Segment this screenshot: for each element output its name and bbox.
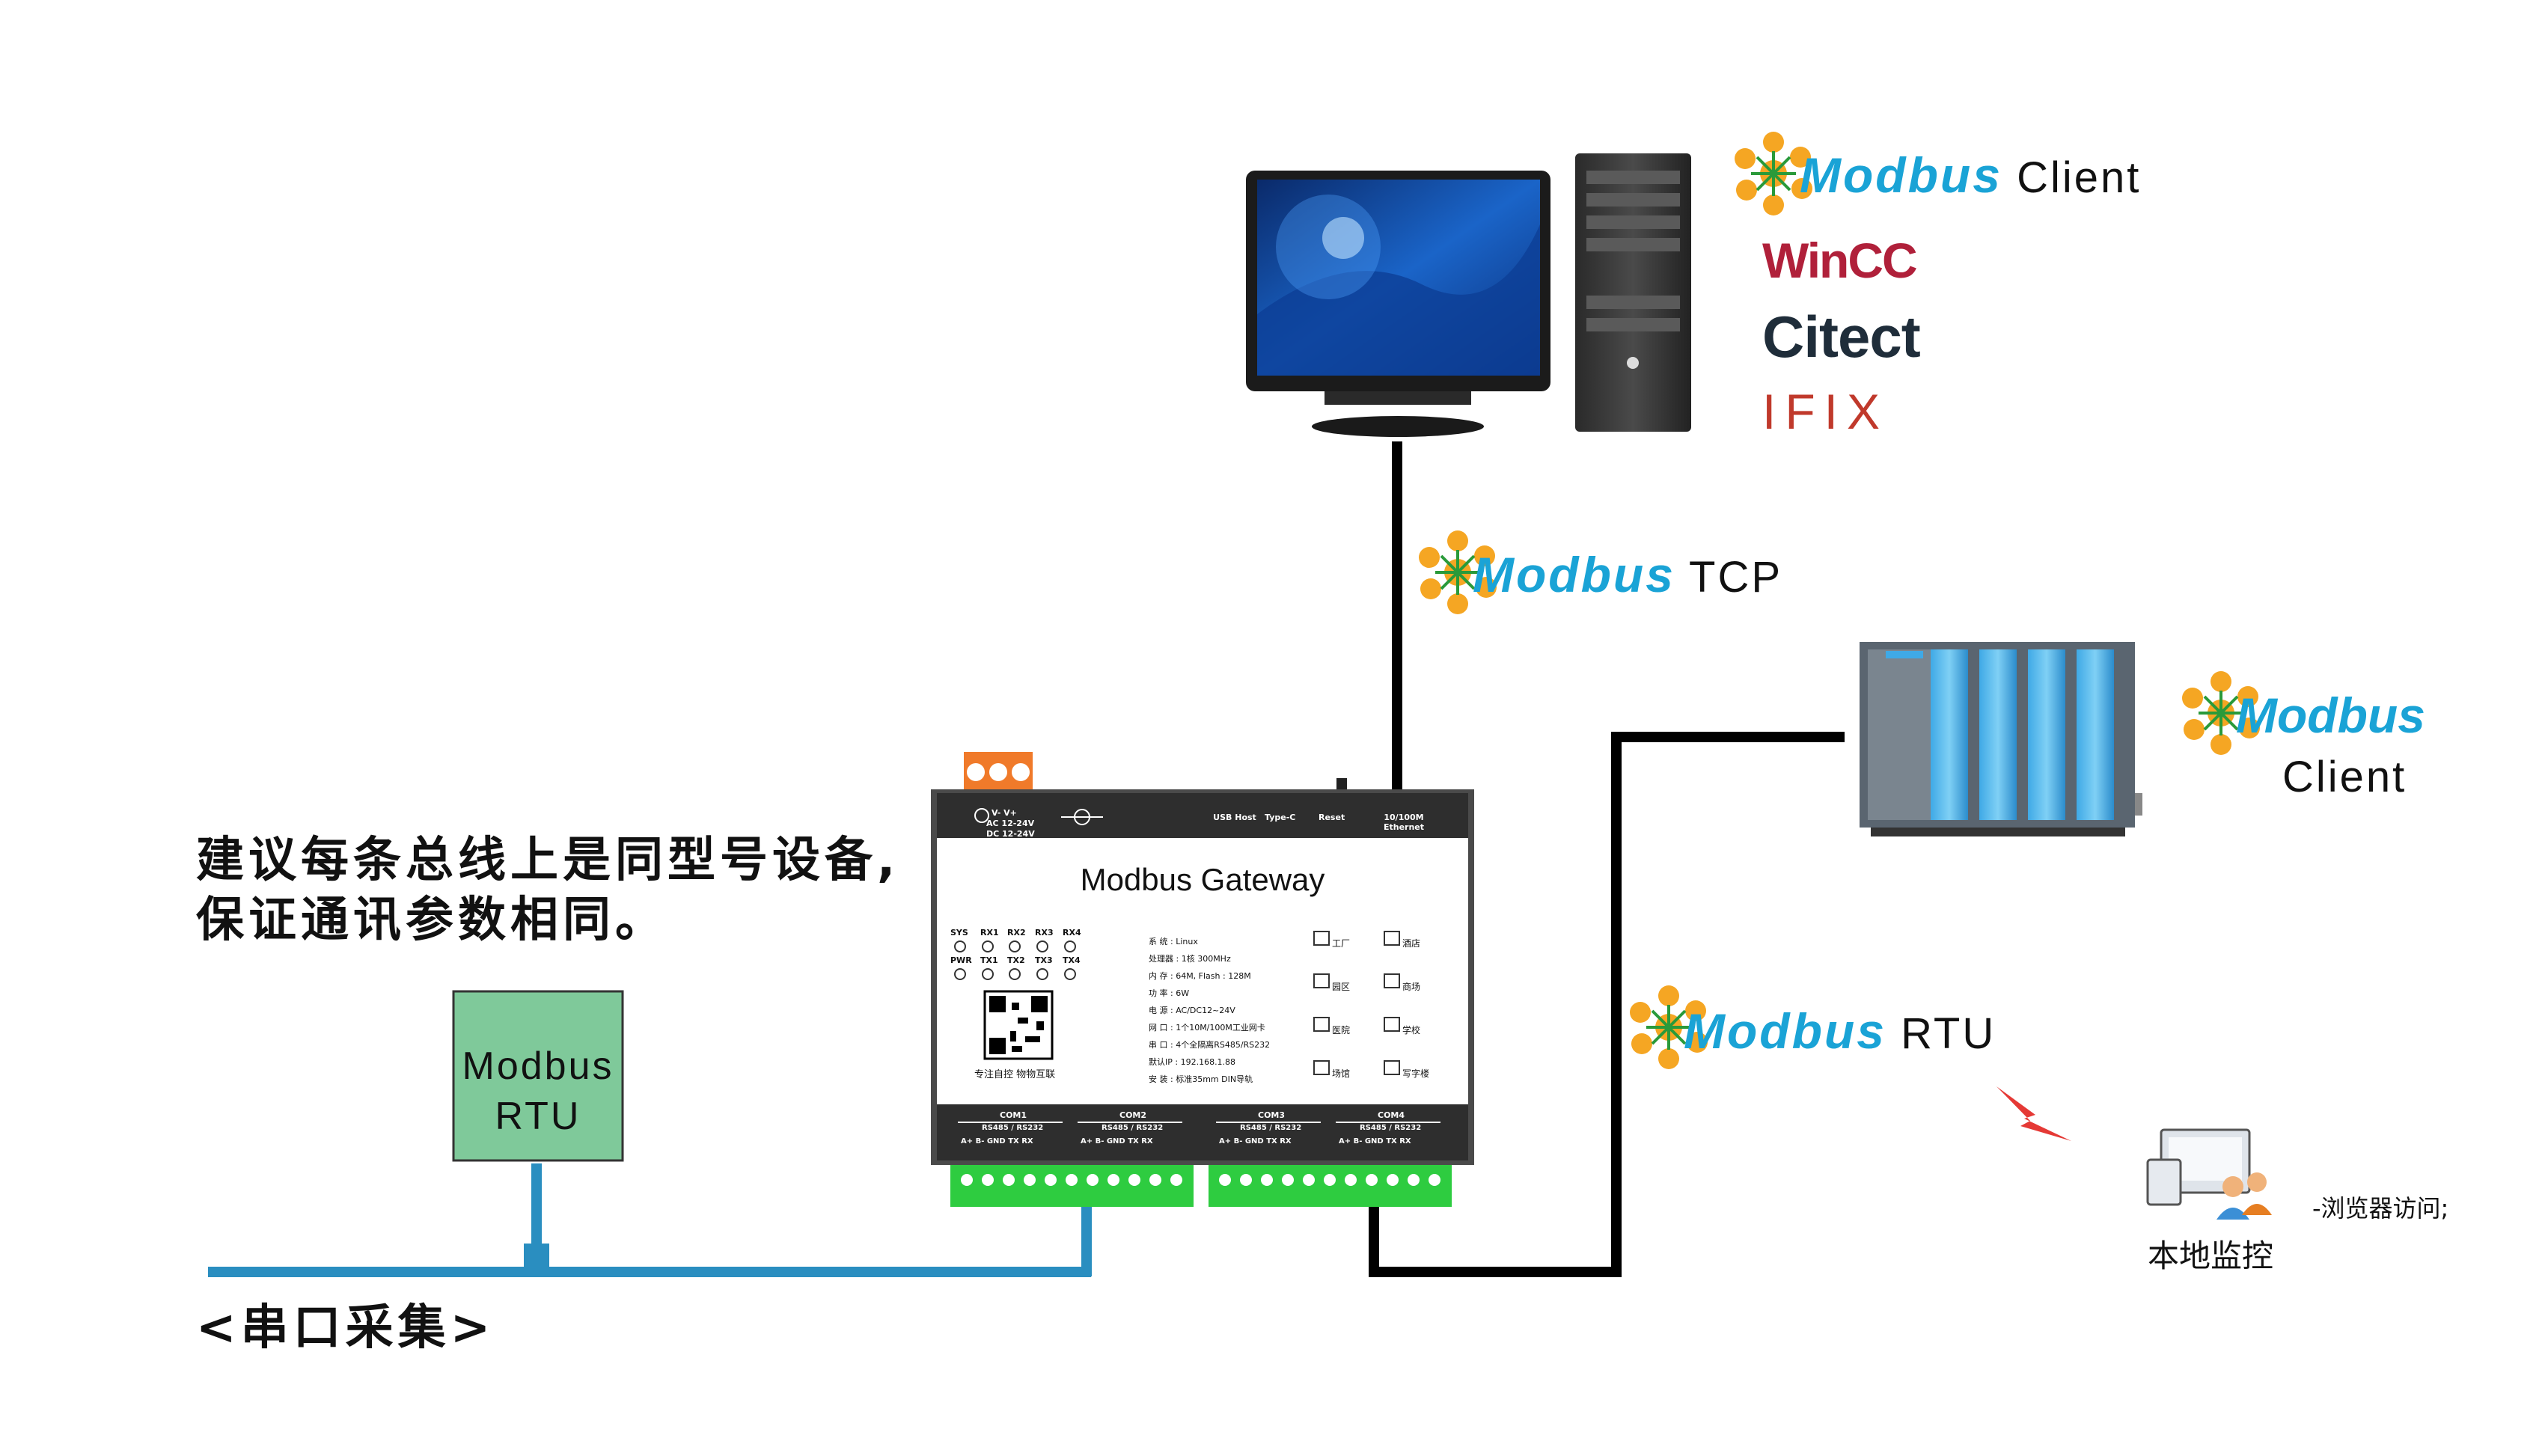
app-label-office: 写字楼 [1402, 1068, 1430, 1079]
com1-sub: RS485 / RS232 [982, 1124, 1044, 1132]
modbus-wordmark: Modbus [1800, 147, 2002, 203]
com4-sub: RS485 / RS232 [1360, 1124, 1422, 1132]
spec-line: 默认IP : 192.168.1.88 [1149, 1057, 1236, 1067]
led-label-tx4: TX4 [1063, 955, 1081, 965]
ifix-logo: IFIX [1762, 384, 1889, 439]
modbus-client-top-label: Modbus Client [1800, 147, 2141, 204]
app-label-school: 学校 [1402, 1025, 1421, 1036]
pc-tower [1575, 153, 1691, 432]
bus-junction [524, 1244, 549, 1275]
power-label-2: AC 12-24V [986, 819, 1035, 828]
modbus-logo-icon [1419, 530, 1497, 614]
led-label-sys: SYS [950, 928, 968, 937]
terminal-block-right [1209, 1165, 1452, 1207]
spec-line: 处理器 : 1核 300MHz [1149, 954, 1231, 964]
rtu-link-line [1369, 732, 1845, 1277]
rtu-suffix: RTU [1901, 1009, 1996, 1058]
spec-line: 功 率 : 6W [1149, 988, 1190, 998]
led-label-tx2: TX2 [1007, 955, 1025, 965]
modbus-wordmark: Modbus [1473, 547, 1675, 602]
led-label-rx2: RX2 [1007, 928, 1026, 937]
terminal-block-left [950, 1165, 1194, 1207]
local-monitor-label: 本地监控 [2148, 1238, 2274, 1274]
com3-label: COM3 [1258, 1110, 1286, 1120]
reset-label: Reset [1319, 813, 1345, 822]
wincc-logo: WinCC [1762, 233, 1918, 288]
com2-pins: A+ B- GND TX RX [1081, 1137, 1153, 1145]
spec-line: 安 装 : 标准35mm DIN导轨 [1149, 1074, 1253, 1084]
com2-sub: RS485 / RS232 [1102, 1124, 1164, 1132]
com3-sub: RS485 / RS232 [1240, 1124, 1302, 1132]
com3-pins: A+ B- GND TX RX [1219, 1137, 1292, 1145]
power-label-1: V- V+ [992, 808, 1017, 818]
com4-pins: A+ B- GND TX RX [1339, 1137, 1411, 1145]
gateway-slogan: 专注自控 物物互联 [974, 1069, 1056, 1080]
app-label-park: 园区 [1332, 982, 1351, 992]
modbus-wordmark: Modbus [2236, 688, 2425, 743]
pc-monitor [1246, 171, 1550, 437]
plc-rack [1860, 642, 2142, 836]
tcp-suffix: TCP [1689, 553, 1783, 602]
modbus-logo-icon [2182, 671, 2260, 755]
spec-line: 网 口 : 1个10M/100M工业网卡 [1149, 1023, 1265, 1033]
spec-line: 内 存 : 64M, Flash : 128M [1149, 971, 1251, 981]
typec-label: Type-C [1265, 813, 1296, 822]
qr-code [983, 990, 1054, 1060]
com1-label: COM1 [1000, 1110, 1027, 1120]
led-label-rx1: RX1 [980, 928, 999, 937]
spec-line: 系 统 : Linux [1149, 937, 1198, 946]
gateway-title: Modbus Gateway [1080, 862, 1325, 897]
rtu-box-label-1: Modbus [462, 1044, 614, 1088]
rtu-box-label-2: RTU [495, 1095, 581, 1138]
com2-label: COM2 [1119, 1110, 1147, 1120]
client-suffix: Client [2017, 153, 2142, 202]
power-label-3: DC 12-24V [986, 829, 1035, 839]
app-label-mall: 商场 [1402, 982, 1421, 992]
modbus-rtu-link-label: Modbus RTU [1684, 1003, 1996, 1059]
bus-advice-line2: 保证通讯参数相同。 [196, 893, 667, 948]
led-label-pwr: PWR [950, 955, 972, 965]
local-monitor-icon [2146, 1128, 2272, 1220]
spec-line: 串 口 : 4个全隔离RS485/RS232 [1149, 1040, 1271, 1050]
modbus-tcp-label: Modbus TCP [1473, 546, 1782, 603]
modbus-gateway [931, 752, 1474, 1165]
ethernet-label: 10/100M Ethernet [1383, 813, 1425, 832]
modbus-wordmark: Modbus [1684, 1003, 1886, 1059]
citect-logo: Citect [1762, 304, 1921, 370]
modbus-logo-icon [1630, 985, 1708, 1069]
com4-label: COM4 [1378, 1110, 1405, 1120]
app-label-venue: 场馆 [1332, 1068, 1351, 1079]
app-label-factory: 工厂 [1332, 938, 1351, 949]
usb-host-label: USB Host [1213, 813, 1256, 822]
browser-access-label: -浏览器访问; [2312, 1194, 2449, 1223]
plc-client-label: Client [2282, 753, 2407, 801]
app-label-hotel: 酒店 [1402, 938, 1421, 949]
bus-advice-line1: 建议每条总线上是同型号设备, [196, 833, 900, 888]
led-label-tx3: TX3 [1035, 955, 1053, 965]
modbus-rtu-box [452, 990, 624, 1162]
spec-line: 电 源 : AC/DC12~24V [1149, 1006, 1235, 1015]
wireless-lightning-icon [1996, 1086, 2071, 1141]
serial-acquisition-label: <串口采集> [196, 1300, 495, 1356]
modbus-logo-icon [1735, 132, 1812, 215]
app-label-hospital: 医院 [1332, 1025, 1351, 1036]
plc-modbus-label: Modbus [2236, 687, 2425, 744]
led-label-tx1: TX1 [980, 955, 998, 965]
led-label-rx4: RX4 [1063, 928, 1081, 937]
com1-pins: A+ B- GND TX RX [961, 1137, 1033, 1145]
led-label-rx3: RX3 [1035, 928, 1054, 937]
